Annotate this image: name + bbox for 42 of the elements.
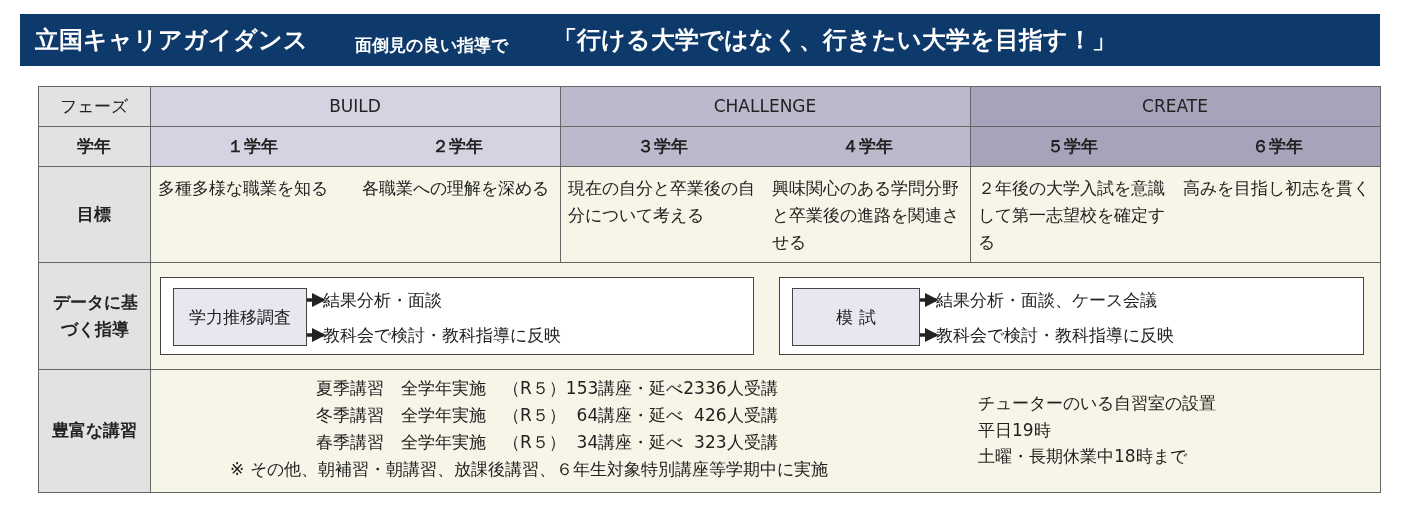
note-text: 土曜・長期休業中18時まで	[978, 445, 1187, 468]
arrow	[307, 328, 326, 342]
goal-text: 高みを目指し初志を貫く	[1183, 177, 1371, 200]
grade-label: １学年	[227, 134, 278, 158]
course-text: ※ その他、朝補習・朝講習、放課後講習、６年生対象特別講座等学期中に実施	[230, 458, 828, 481]
row-header: 目標	[77, 202, 111, 226]
result-text: 教科会で検討・教科指導に反映	[323, 322, 561, 348]
phase-label: CHALLENGE	[713, 94, 817, 118]
survey-box: 学力推移調査	[173, 288, 307, 346]
goal-text: ２年後の大学入試を意識して第一志望校を確定する	[978, 177, 1166, 254]
arrow	[307, 293, 326, 307]
course-text: 春季講習 全学年実施 （R５） 34講座・延べ 323人受講	[316, 431, 778, 454]
result-text: 結果分析・面談、ケース会議	[936, 287, 1157, 313]
grade-label: ６学年	[1252, 134, 1303, 158]
goal-text: 興味関心のある学問分野と卒業後の進路を関連させる	[772, 177, 960, 254]
goal-text: 多種多様な職業を知る	[158, 177, 329, 200]
arrow	[920, 293, 939, 307]
grade-label: ４学年	[842, 134, 893, 158]
note-text: 平日19時	[978, 419, 1051, 442]
course-text: 夏季講習 全学年実施 （R５）153講座・延べ2336人受講	[316, 377, 778, 400]
result-text: 教科会で検討・教科指導に反映	[936, 322, 1174, 348]
panel-box	[160, 277, 754, 355]
row-header: 学年	[77, 134, 111, 158]
grade-label: ２学年	[432, 134, 483, 158]
goal-text: 現在の自分と卒業後の自分について考える	[568, 177, 756, 227]
row-header: フェーズ	[60, 94, 128, 118]
grade-label: ５学年	[1047, 134, 1098, 158]
arrow	[920, 328, 939, 342]
course-text: 冬季講習 全学年実施 （R５） 64講座・延べ 426人受講	[316, 404, 778, 427]
goal-text: 各職業への理解を深める	[362, 177, 550, 200]
survey-box: 模 試	[792, 288, 920, 346]
slogan-text: 「行ける大学ではなく、行きたい大学を目指す！」	[553, 25, 1116, 56]
row-header: 豊富な講習	[51, 419, 137, 443]
result-text: 結果分析・面談	[323, 287, 442, 313]
panel-box	[779, 277, 1364, 355]
phase-label: CREATE	[1142, 94, 1208, 118]
title-text: 立国キャリアガイダンス	[35, 25, 308, 56]
note-text: チューターのいる自習室の設置	[978, 392, 1216, 415]
subtitle-text: 面倒見の良い指導で	[355, 34, 508, 57]
phase-label: BUILD	[329, 94, 381, 118]
row-header: データに基づく指導	[51, 291, 139, 341]
grade-label: ３学年	[637, 134, 688, 158]
